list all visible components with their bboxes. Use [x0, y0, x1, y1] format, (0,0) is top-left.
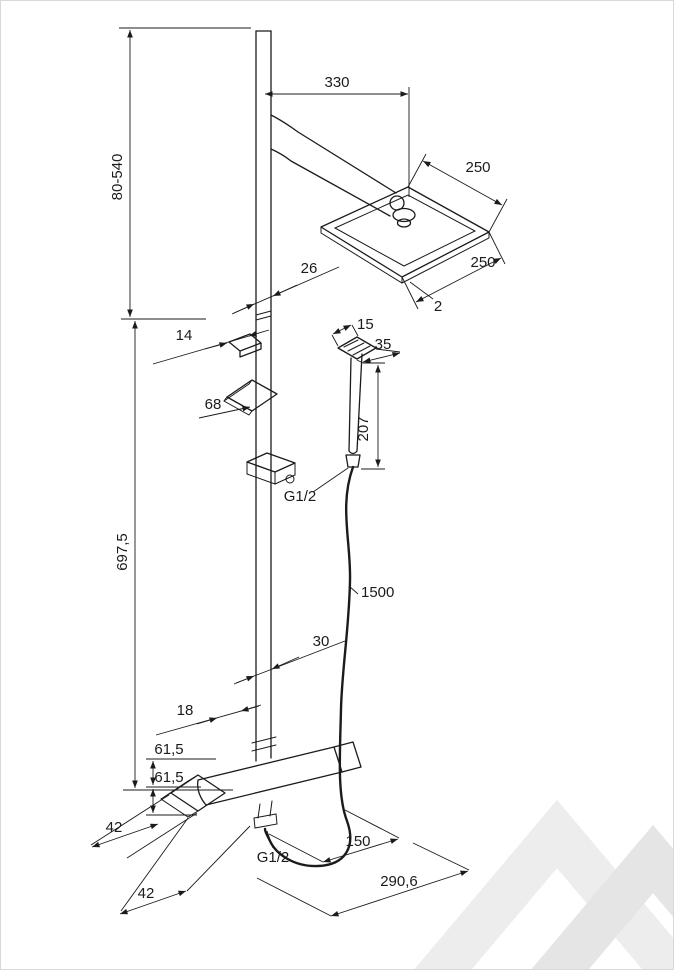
dim-valve-lower: 61,5	[150, 769, 184, 813]
dim-valve-reach: 150	[268, 809, 400, 863]
dim-arm-reach-label: 330	[324, 74, 349, 91]
dim-hose-length-label: 1500	[361, 584, 394, 601]
spray-face-stripes	[343, 339, 371, 356]
watermark	[414, 799, 673, 969]
dim-valve-bottom: 42	[119, 817, 251, 915]
dim-valve-lower-label: 61,5	[154, 769, 183, 786]
wall-bracket	[228, 333, 262, 358]
dim-riser-offset: 14	[152, 327, 270, 365]
dim-handset-length-label: 207	[355, 416, 372, 441]
dim-head-width-label: 250	[465, 159, 490, 176]
dim-head-depth: 250	[401, 231, 506, 310]
dim-thread-top: G1/2	[284, 467, 349, 505]
watermark-chevron-2	[531, 824, 673, 969]
dim-hose-length: 1500	[348, 584, 394, 601]
dim-holder: 68	[198, 396, 251, 419]
hose-outlet-connector	[253, 800, 278, 829]
dim-height-range: 80-540	[109, 27, 251, 320]
dim-head-edge-label: 2	[434, 298, 442, 315]
hand-shower	[337, 336, 377, 468]
dim-lower-offset-label: 18	[177, 702, 194, 719]
valve-right-cap	[333, 741, 362, 773]
dim-riser-height-label: 697,5	[114, 533, 131, 571]
riser-pipe	[255, 30, 272, 762]
shower-arm	[270, 114, 416, 228]
dim-valve-left-label: 42	[106, 819, 123, 836]
dim-handset-width: 15	[331, 316, 374, 347]
dim-handset-depth: 35	[356, 336, 401, 364]
holder-plate	[223, 379, 278, 416]
dim-riser-width: 26	[231, 260, 340, 315]
dim-head-depth-label: 250	[470, 254, 495, 271]
slider-clamp	[246, 452, 296, 485]
mixer-valve	[160, 736, 362, 829]
watermark-chevron-1	[414, 799, 673, 969]
dim-head-width: 250	[407, 153, 508, 233]
dim-riser-depth-label: 30	[313, 633, 330, 650]
dim-valve-left: 42	[90, 794, 198, 859]
dim-head-edge: 2	[409, 281, 442, 315]
shower-column-drawing	[160, 30, 490, 868]
dim-handset-depth-label: 35	[375, 336, 392, 353]
dim-arm-reach: 330	[265, 74, 410, 197]
dim-handset-width-label: 15	[357, 316, 374, 333]
dim-valve-upper: 61,5	[146, 741, 216, 816]
dim-holder-label: 68	[205, 396, 222, 413]
clamp-knob	[285, 474, 295, 484]
dim-total-depth-label: 290,6	[380, 873, 418, 890]
riser-union-nut	[251, 736, 277, 752]
dim-height-range-label: 80-540	[109, 154, 126, 201]
dim-total-depth: 290,6	[256, 842, 470, 917]
dim-thread-bottom-label: G1/2	[257, 849, 290, 866]
dim-lower-offset: 18	[155, 702, 262, 736]
dim-valve-bottom-label: 42	[138, 885, 155, 902]
dim-thread-top-label: G1/2	[284, 488, 317, 505]
dim-valve-reach-label: 150	[345, 833, 370, 850]
dim-riser-depth: 30	[233, 633, 346, 685]
handset-connector-nut	[345, 454, 361, 468]
dim-riser-height: 697,5	[114, 321, 233, 791]
dim-thread-bottom: G1/2	[257, 830, 290, 866]
temperature-handle	[170, 774, 226, 812]
dimension-annotations: 80-540 697,5 330 250 250 2	[90, 27, 508, 917]
dim-handset-length: 207	[355, 362, 385, 470]
dim-valve-upper-label: 61,5	[154, 741, 183, 758]
overhead-shower-head	[320, 186, 490, 284]
dim-riser-width-label: 26	[301, 260, 318, 277]
dim-riser-offset-label: 14	[176, 327, 193, 344]
